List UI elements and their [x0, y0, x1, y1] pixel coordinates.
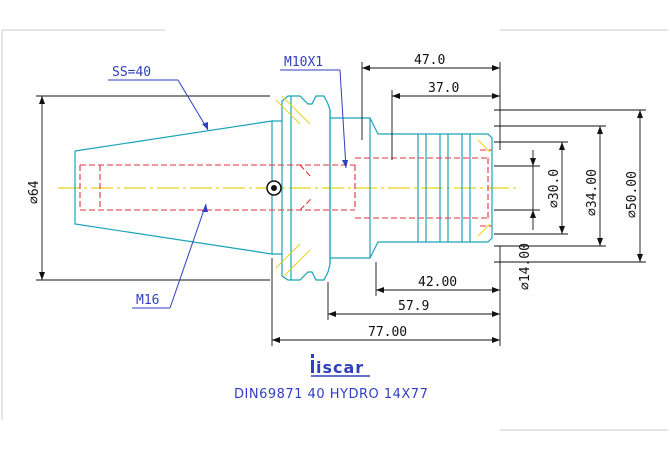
thread-bottom-callout-label: M16 — [136, 293, 159, 308]
dim-42-label: 42.00 — [418, 275, 457, 290]
section-hatch — [275, 95, 491, 277]
dimension-arrows — [39, 65, 643, 343]
dim-dia64-label: ⌀64 — [27, 180, 42, 204]
callout-leaders — [108, 69, 347, 309]
flange — [272, 95, 331, 281]
holder-body — [330, 117, 493, 259]
callout-arrows — [202, 122, 348, 212]
dimension-lines — [36, 62, 646, 346]
dim-dia14-label: ⌀14.00 — [518, 243, 533, 290]
dim-dia50-label: ⌀50.00 — [625, 171, 640, 218]
hidden-bore-lines — [79, 149, 492, 227]
drawing-caption: DIN69871 40 HYDRO 14X77 — [234, 387, 428, 402]
drawing-frame — [1, 29, 668, 431]
logo-text: iscar — [316, 358, 364, 377]
dim-dia34-label: ⌀34.00 — [585, 169, 600, 216]
thread-top-callout-label: M10X1 — [284, 55, 323, 70]
center-point-marker — [266, 180, 282, 196]
dim-57-label: 57.9 — [398, 299, 429, 314]
dim-dia30-label: ⌀30.0 — [547, 169, 562, 208]
dim-47-label: 47.0 — [414, 53, 445, 68]
iscar-logo-icon: iscar — [311, 354, 370, 377]
dim-37-label: 37.0 — [428, 81, 459, 96]
dim-77-label: 77.00 — [368, 325, 407, 340]
taper-callout-label: SS=40 — [112, 65, 151, 80]
